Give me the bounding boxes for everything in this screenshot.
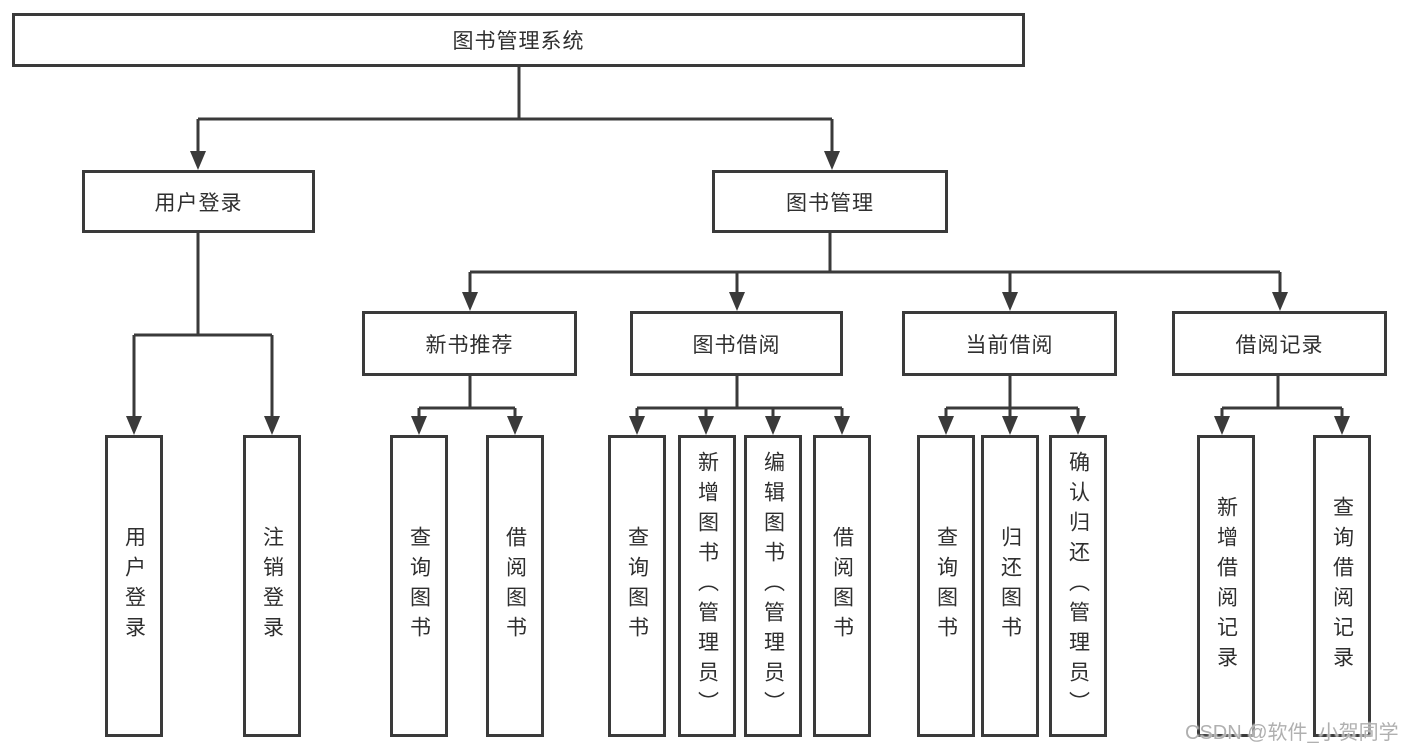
node-label: 图书管理系统 <box>452 30 585 53</box>
node-label: 用户登录 <box>122 526 146 646</box>
arrowhead <box>411 416 427 435</box>
node-label: 新增图书（管理员） <box>695 451 719 721</box>
leaf-add-books-admin: 新增图书（管理员） <box>678 435 736 737</box>
arrowhead <box>629 416 645 435</box>
arrowhead <box>938 416 954 435</box>
arrowhead <box>834 416 850 435</box>
node-label: 借阅记录 <box>1235 333 1324 357</box>
node-label: 当前借阅 <box>965 333 1054 357</box>
arrowhead <box>729 292 745 311</box>
arrowhead <box>1334 416 1350 435</box>
node-label: 新书推荐 <box>425 333 514 357</box>
arrowhead <box>190 151 206 170</box>
node-book-borrowing: 图书借阅 <box>630 311 843 376</box>
leaf-return-books: 归还图书 <box>981 435 1039 737</box>
leaf-query-books-recommend: 查询图书 <box>390 435 448 737</box>
node-label: 归还图书 <box>998 526 1022 646</box>
node-book-management: 图书管理 <box>712 170 948 233</box>
node-label: 图书借阅 <box>692 333 781 357</box>
node-library-management-system: 图书管理系统 <box>12 13 1025 67</box>
arrowhead <box>1214 416 1230 435</box>
leaf-add-borrow-record: 新增借阅记录 <box>1197 435 1255 737</box>
node-label: 用户登录 <box>154 191 243 215</box>
arrowhead <box>507 416 523 435</box>
node-new-book-recommendation: 新书推荐 <box>362 311 577 376</box>
arrowhead <box>765 416 781 435</box>
leaf-borrow-books-recommend: 借阅图书 <box>486 435 544 737</box>
arrowhead <box>1070 416 1086 435</box>
node-user-login: 用户登录 <box>82 170 315 233</box>
leaf-borrow-books: 借阅图书 <box>813 435 871 737</box>
csdn-watermark: CSDN @软件_小贺同学 <box>1185 722 1399 744</box>
arrowhead <box>1002 416 1018 435</box>
node-label: 注销登录 <box>260 526 284 646</box>
node-label: 确认归还（管理员） <box>1066 451 1090 721</box>
node-label: 编辑图书（管理员） <box>761 451 785 721</box>
leaf-user-login: 用户登录 <box>105 435 163 737</box>
node-label: 借阅图书 <box>830 526 854 646</box>
node-label: 图书管理 <box>786 191 874 215</box>
node-label: 查询图书 <box>625 526 649 646</box>
node-label: 查询借阅记录 <box>1330 496 1354 676</box>
node-label: 新增借阅记录 <box>1214 496 1238 676</box>
arrowhead <box>1272 292 1288 311</box>
leaf-edit-books-admin: 编辑图书（管理员） <box>744 435 802 737</box>
arrowhead <box>126 416 142 435</box>
leaf-logout: 注销登录 <box>243 435 301 737</box>
node-current-borrowing: 当前借阅 <box>902 311 1117 376</box>
node-borrowing-records: 借阅记录 <box>1172 311 1387 376</box>
arrowhead <box>462 292 478 311</box>
node-label: 查询图书 <box>934 526 958 646</box>
arrowhead <box>698 416 714 435</box>
leaf-query-books-borrowing: 查询图书 <box>608 435 666 737</box>
arrowhead <box>1002 292 1018 311</box>
leaf-query-books-current: 查询图书 <box>917 435 975 737</box>
arrowhead <box>824 151 840 170</box>
arrowhead <box>264 416 280 435</box>
node-label: 借阅图书 <box>503 526 527 646</box>
node-label: 查询图书 <box>407 526 431 646</box>
leaf-query-borrow-record: 查询借阅记录 <box>1313 435 1371 737</box>
leaf-confirm-return-admin: 确认归还（管理员） <box>1049 435 1107 737</box>
